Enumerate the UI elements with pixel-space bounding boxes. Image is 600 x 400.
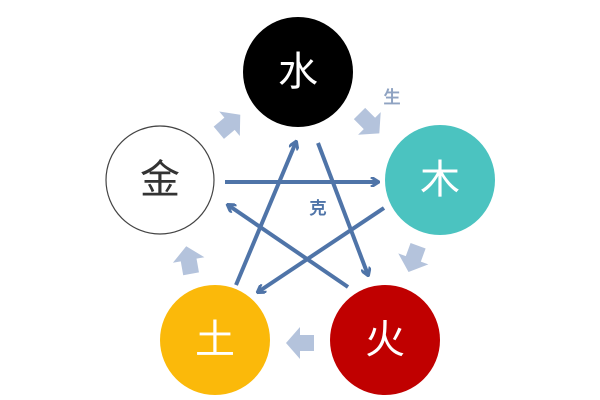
fire-circle <box>330 285 440 395</box>
wood-label: 木 <box>420 157 460 203</box>
water-label: 水 <box>278 49 318 95</box>
arrow-wood-to-earth <box>258 206 386 292</box>
arrow-earth-to-metal <box>172 246 205 276</box>
water-circle <box>243 17 353 127</box>
arrow-fire-to-earth <box>286 327 314 359</box>
metal-label: 金 <box>140 157 180 203</box>
arrow-water-to-fire <box>316 142 368 275</box>
arrow-metal-to-water <box>213 111 241 139</box>
arrow-wood-to-fire <box>398 242 429 273</box>
arrow-earth-to-water <box>234 142 296 286</box>
wood-circle <box>385 125 495 235</box>
earth-circle <box>160 285 270 395</box>
metal-circle <box>105 125 215 235</box>
overcoming-label: 克 <box>310 198 327 219</box>
element-wood: 木 <box>385 125 495 235</box>
element-fire: 火 <box>330 285 440 395</box>
generating-label: 生 <box>384 87 401 108</box>
fire-label: 火 <box>365 317 405 363</box>
arrow-water-to-wood <box>353 107 381 135</box>
earth-label: 土 <box>195 317 235 363</box>
element-water: 水 <box>243 17 353 127</box>
element-earth: 土 <box>160 285 270 395</box>
generating-arrows <box>172 107 429 359</box>
element-metal: 金 <box>105 125 215 235</box>
arrow-fire-to-metal <box>228 205 350 289</box>
overcoming-arrows <box>225 142 386 292</box>
